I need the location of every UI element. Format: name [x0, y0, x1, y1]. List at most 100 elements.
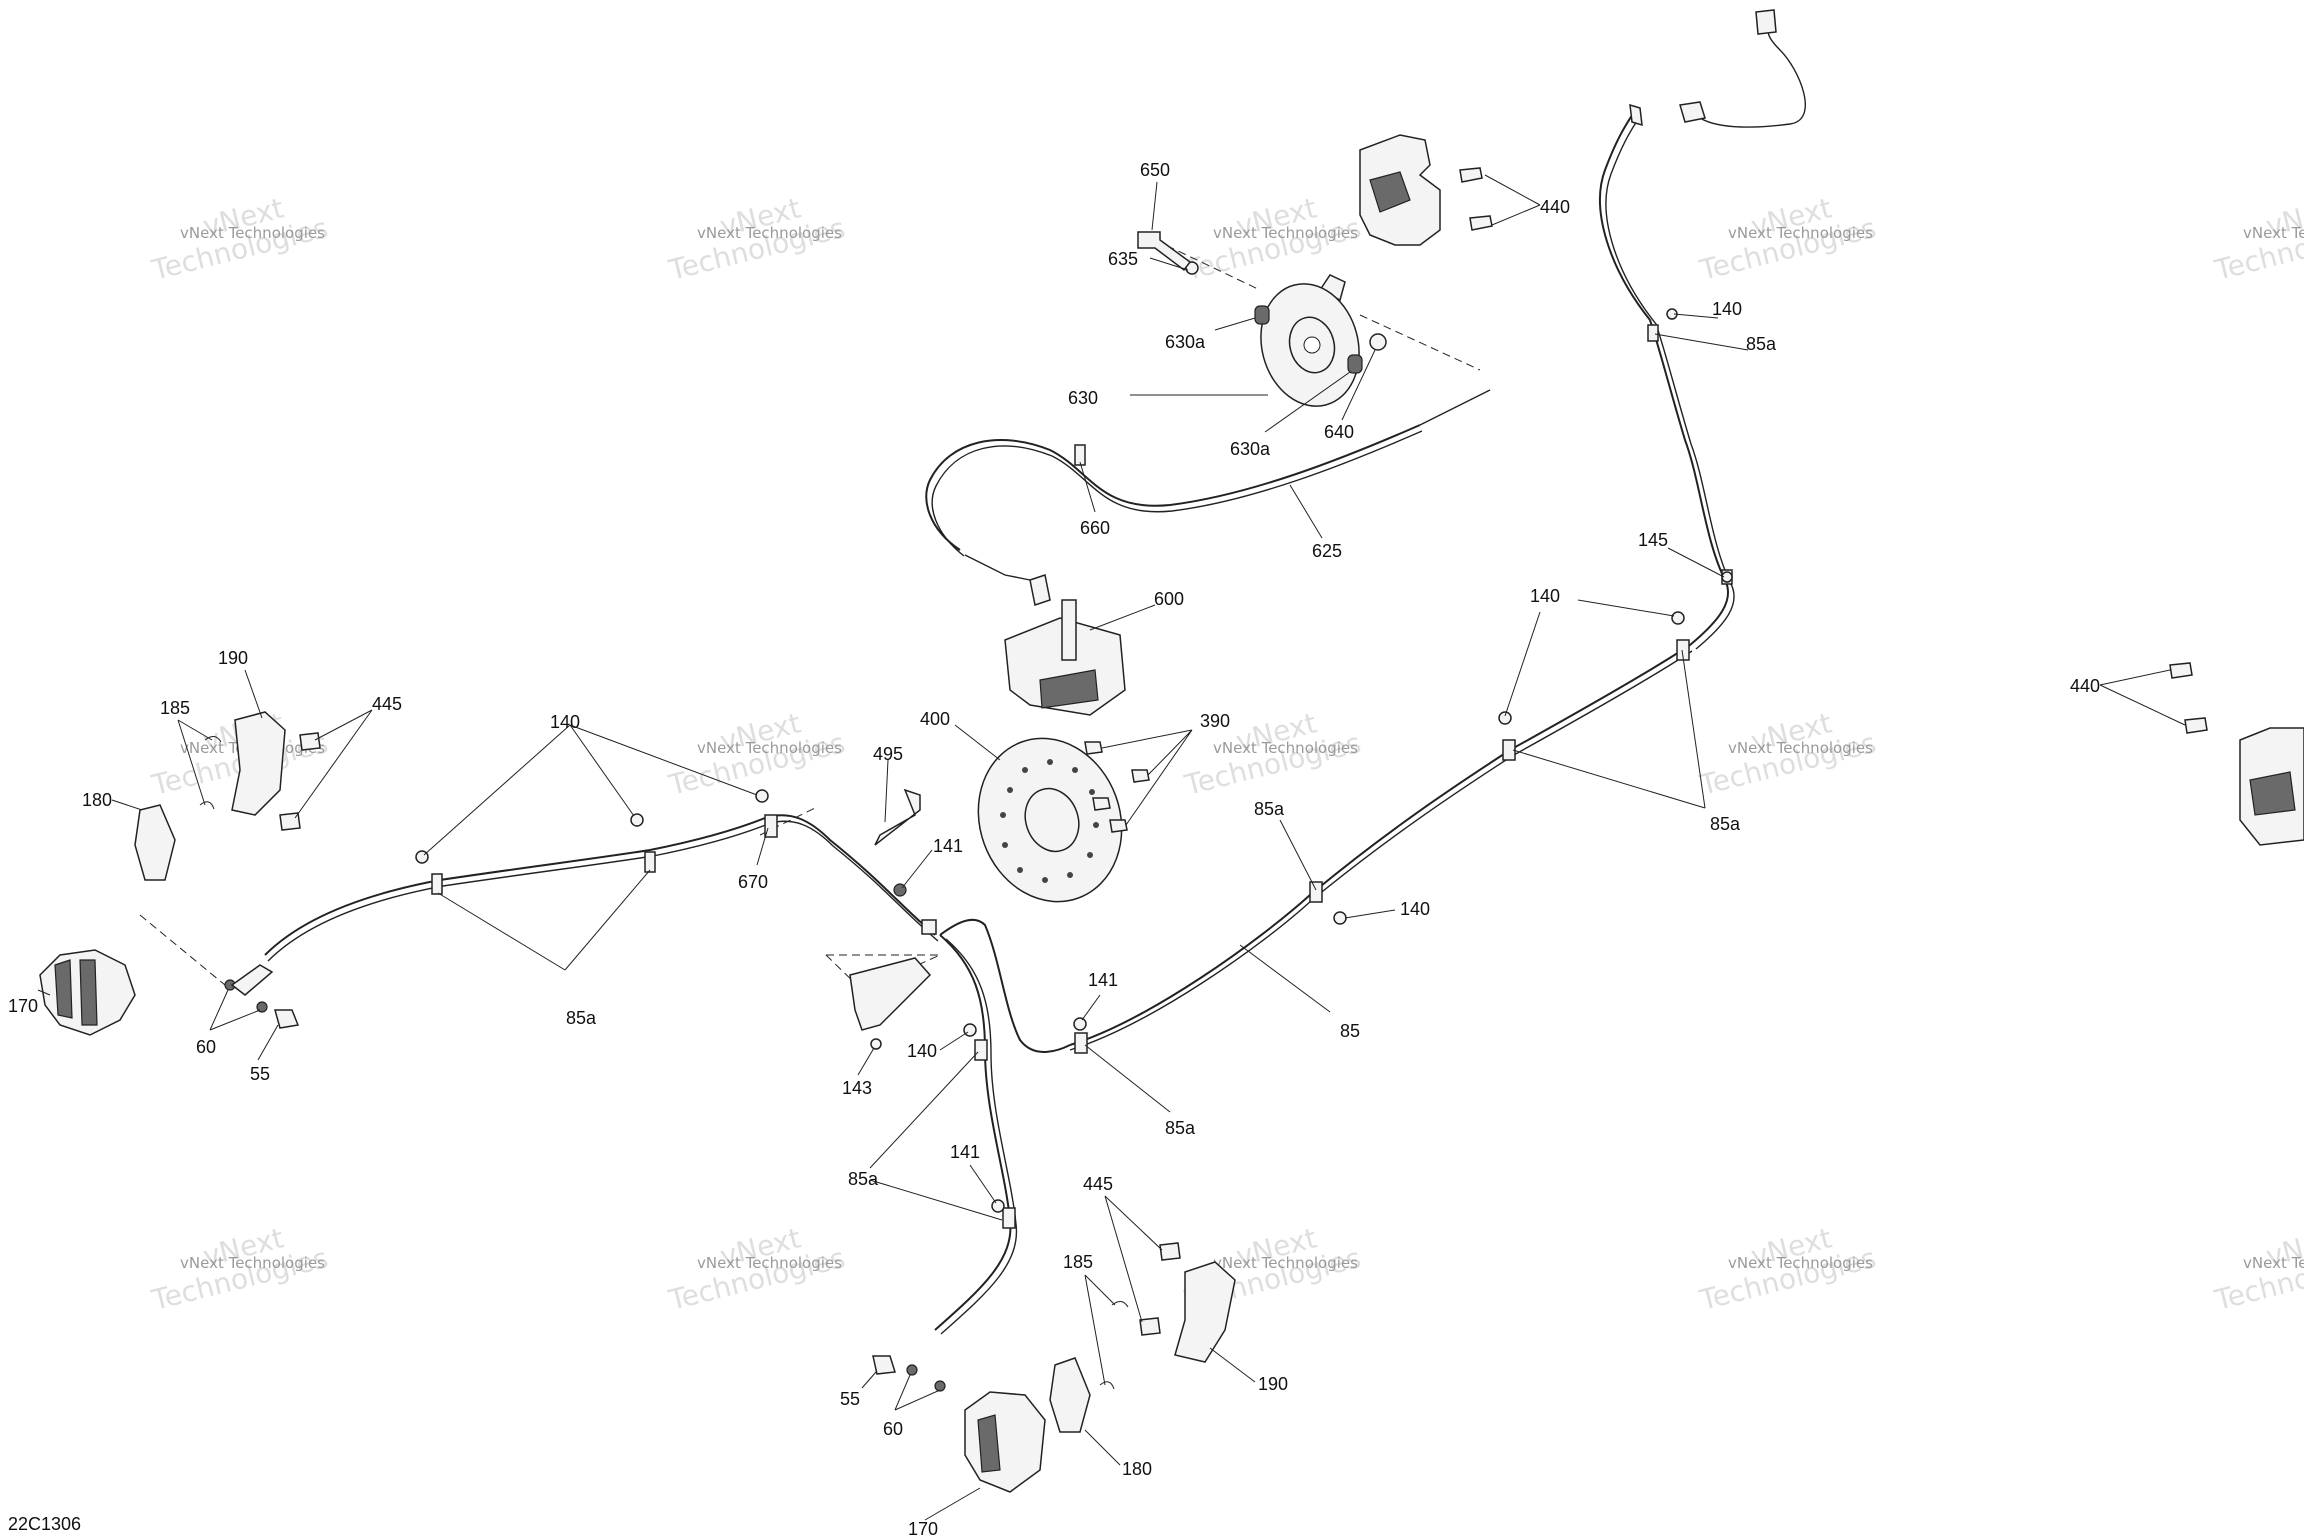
leader-140b [1504, 599, 1675, 717]
callout-140: 140 [1400, 899, 1430, 919]
disc-hole [1000, 812, 1006, 818]
caliper-600-connector [1029, 574, 1051, 606]
bolt-650 [1137, 231, 1192, 272]
watermark: vNext Technologies [1181, 191, 1364, 287]
banjo-bolt-55b [872, 1355, 896, 1375]
leader-lines [37, 174, 2186, 1521]
parking-brake-disc-630 [1137, 231, 1387, 407]
leader-630a1 [1214, 317, 1256, 331]
disc-hole [1047, 759, 1053, 765]
leader-60b [894, 1374, 941, 1411]
front-left-caliper-170 [39, 711, 321, 1036]
clip [1309, 881, 1323, 903]
leader-640 [1341, 349, 1376, 421]
callout-445: 445 [372, 694, 402, 714]
callout-60: 60 [883, 1419, 903, 1439]
fitting [1679, 101, 1706, 123]
nut-143 [870, 1038, 882, 1050]
dash-line [759, 807, 816, 836]
leader-625 [1289, 484, 1323, 539]
callout-600: 600 [1154, 589, 1184, 609]
callout-635: 635 [1108, 249, 1138, 269]
parking-brake-cable-625-inner [931, 430, 1423, 557]
leader-55b [861, 1371, 877, 1389]
clip-185b [1099, 1381, 1115, 1390]
callout-660: 660 [1080, 518, 1110, 538]
watermark-small: vNext Technologies [1213, 1254, 1358, 1272]
nut-140 [755, 789, 769, 803]
sensor-wire [1699, 29, 1806, 128]
callout-670: 670 [738, 872, 768, 892]
watermark-small: vNext Technologies [1728, 224, 1873, 242]
caliper-600-piston [1039, 669, 1099, 709]
callout-180: 180 [82, 790, 112, 810]
callout-145: 145 [1638, 530, 1668, 550]
leader-170a [37, 989, 51, 996]
nut-145 [1721, 571, 1733, 583]
watermark-small: vNext Technologies [1728, 1254, 1873, 1272]
disc-hole [1042, 877, 1048, 883]
leader-650 [1151, 181, 1158, 231]
mount-brackets [849, 741, 1150, 1050]
callout-labels: 650 440 635 630a 630 630a 640 660 625 60… [8, 160, 2100, 1536]
leader-185a [177, 719, 213, 806]
bolt-390 [1084, 741, 1103, 755]
callout-440: 440 [2070, 676, 2100, 696]
bearing-630a [1254, 305, 1270, 325]
leader-635 [1149, 257, 1189, 271]
bolt-445b [1139, 1317, 1161, 1336]
watermark-small: vNext Technologies [2243, 1254, 2304, 1272]
callout-630a: 630a [1230, 439, 1271, 459]
disc-hole [1002, 842, 1008, 848]
leader-140a [1673, 313, 1719, 319]
parking-brake-caliper-600 [1004, 574, 1126, 716]
leader-141a [1081, 994, 1101, 1021]
brake-pad-180b [1049, 1357, 1091, 1433]
callout-190: 190 [1258, 1374, 1288, 1394]
leader-440a [1484, 174, 1541, 226]
leader-400 [954, 724, 1001, 761]
callout-190: 190 [218, 648, 248, 668]
disc-hole [1007, 787, 1013, 793]
leader-85a3 [1512, 749, 1706, 809]
disc-hole [1093, 822, 1099, 828]
leader-180b [1084, 1429, 1121, 1466]
watermark-small: vNext Technologies [1213, 224, 1358, 242]
bolt-440b [2184, 717, 2208, 734]
clip [1002, 1207, 1016, 1229]
watermark-small: vNext Technologies [180, 224, 325, 242]
parking-brake-cable-625 [925, 424, 1421, 551]
callout-640: 640 [1324, 422, 1354, 442]
bracket-495 [874, 788, 921, 846]
leader-170b [924, 1487, 981, 1521]
brake-line-front-left [264, 814, 936, 956]
leader-440b [2099, 669, 2186, 726]
clip [644, 851, 656, 873]
brake-hose-upper-right [1599, 109, 1730, 646]
clip [431, 873, 443, 895]
callout-140: 140 [1530, 586, 1560, 606]
brake-line-front-lower-inner [940, 938, 1018, 1335]
callout-390: 390 [1200, 711, 1230, 731]
nut-140 [1333, 911, 1347, 925]
dash-line [139, 914, 226, 986]
clip [1647, 324, 1659, 342]
leader-141b [901, 849, 933, 889]
bolt-390 [1131, 769, 1150, 783]
parking-caliper-top [1359, 134, 1493, 246]
cable-end-wire [964, 554, 1031, 581]
brake-disc-400 [977, 737, 1123, 903]
callout-185: 185 [1063, 1252, 1093, 1272]
callout-85a: 85a [566, 1008, 597, 1028]
leader-85a1 [1654, 333, 1749, 351]
clip [1074, 444, 1086, 466]
callout-85a: 85a [1710, 814, 1741, 834]
bracket-190 [231, 711, 286, 816]
caliper-170-fins [54, 959, 73, 1019]
leader-600 [1089, 604, 1156, 631]
nut-141 [991, 1199, 1005, 1213]
callout-630: 630 [1068, 388, 1098, 408]
brake-line-front-left-inner [267, 820, 939, 962]
washer-60b [906, 1364, 918, 1376]
watermark-small: vNext Technologies [1728, 739, 1873, 757]
